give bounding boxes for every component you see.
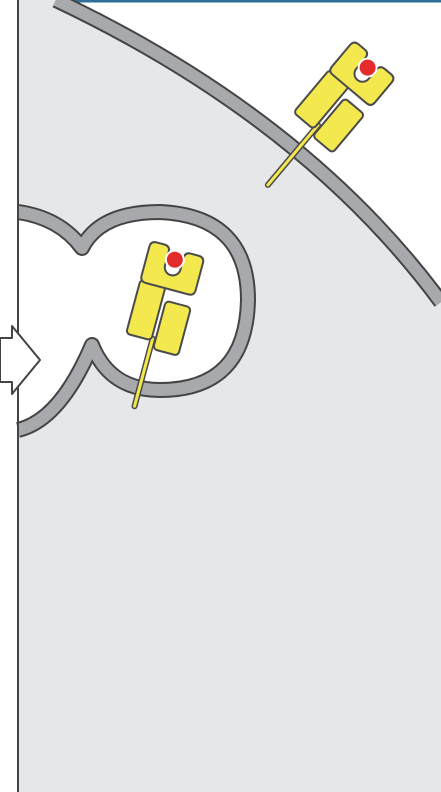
- cell-interior: [18, 0, 441, 792]
